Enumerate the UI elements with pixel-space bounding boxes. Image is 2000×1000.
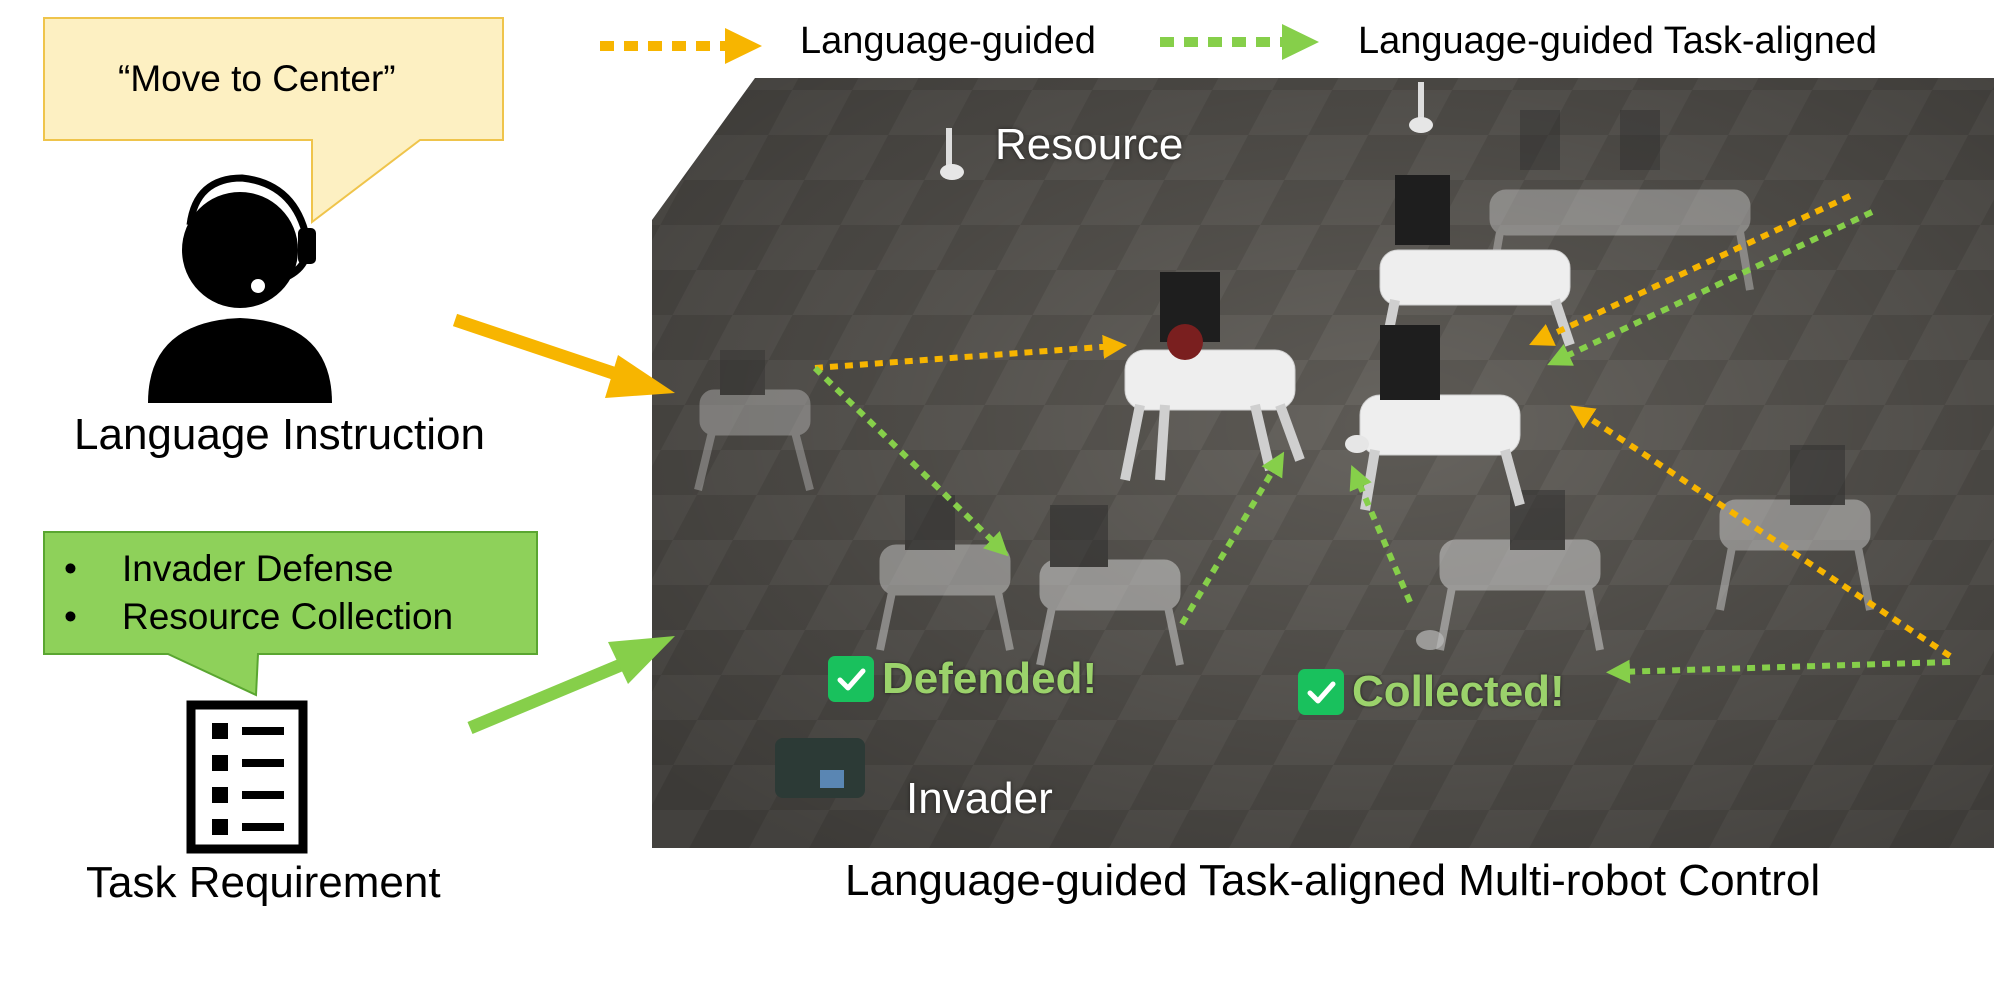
- defended-text: Defended!: [882, 654, 1098, 703]
- robot-bottom: [1359, 325, 1525, 511]
- resource-marker-left: [940, 128, 964, 180]
- collected-status: Collected!: [1298, 667, 1565, 717]
- ghost-robot-left: [694, 350, 814, 492]
- language-guided-path-3: [1569, 405, 1952, 659]
- legend-task-aligned-arrowhead: [1282, 24, 1319, 60]
- resource-marker-bottom: [1416, 630, 1444, 650]
- task-aligned-path-5: [1606, 659, 1951, 684]
- check-badge-icon: [828, 656, 874, 702]
- resource-label: Resource: [995, 120, 1184, 169]
- resource-marker-top: [1409, 82, 1433, 133]
- check-badge-icon: [1298, 669, 1344, 715]
- invader-robot: [775, 738, 865, 798]
- task-bullet-1: •Invader Defense: [64, 548, 394, 589]
- resource-marker-collected: [1345, 435, 1369, 453]
- language-guided-path-2: [1529, 193, 1852, 346]
- task-aligned-path-1: [812, 365, 1009, 557]
- task-aligned-path-2: [1179, 451, 1285, 626]
- legend-language-guided-arrowhead: [725, 28, 762, 64]
- language-guided-path-1: [814, 334, 1127, 371]
- task-input-arrowhead: [608, 636, 675, 684]
- instruction-speech-bubble: [43, 17, 504, 225]
- task-requirement-label: Task Requirement: [86, 858, 441, 907]
- invader-label: Invader: [906, 774, 1053, 823]
- figure-caption: Language-guided Task-aligned Multi-robot…: [845, 856, 1821, 905]
- instruction-input-arrow: [452, 313, 631, 385]
- instruction-quote: “Move to Center”: [118, 58, 396, 99]
- task-aligned-path-3: [1349, 464, 1413, 604]
- legend-task-aligned-label: Language-guided Task-aligned: [1358, 20, 1878, 62]
- ghost-robot-right: [1716, 445, 1874, 611]
- task-aligned-path-4: [1547, 209, 1874, 366]
- task-bullet-2-text: Resource Collection: [122, 596, 454, 637]
- checklist-icon: [186, 700, 308, 854]
- defended-status: Defended!: [828, 654, 1097, 704]
- ghost-robot-defend: [1036, 505, 1184, 666]
- operator-headset-icon: [148, 174, 332, 403]
- task-bullet-2: •Resource Collection: [64, 596, 454, 637]
- collected-text: Collected!: [1352, 667, 1565, 716]
- task-bullet-1-text: Invader Defense: [122, 548, 394, 589]
- task-input-arrow: [467, 656, 631, 734]
- language-instruction-label: Language Instruction: [74, 410, 485, 459]
- legend-language-guided-label: Language-guided: [800, 20, 1096, 62]
- task-speech-bubble: [43, 531, 538, 697]
- ghost-robot-mid: [876, 495, 1014, 651]
- instruction-input-arrowhead: [605, 355, 675, 398]
